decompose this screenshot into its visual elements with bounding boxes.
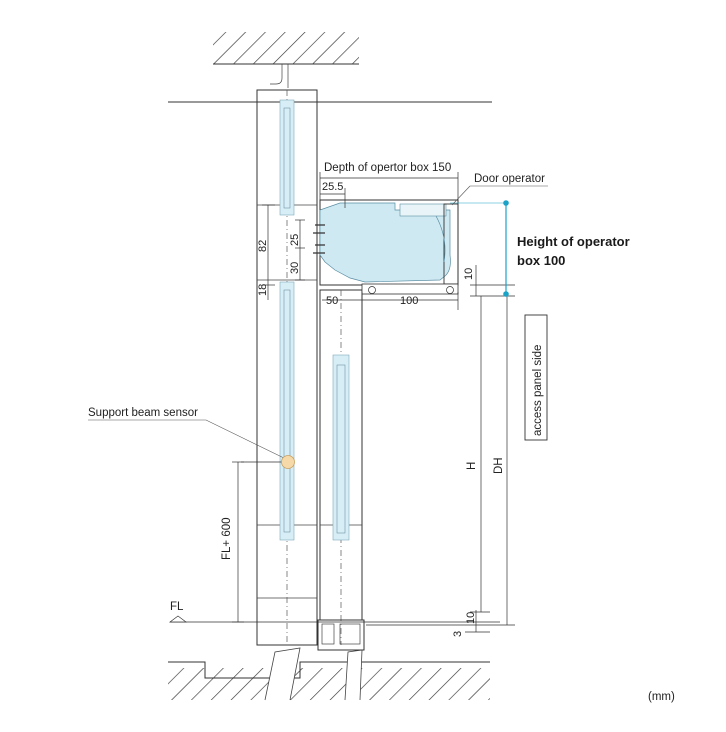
fl600-label: FL+ 600: [221, 517, 233, 560]
dim-30: 30: [289, 262, 301, 274]
ceiling-slab: [213, 32, 359, 65]
unit-label: (mm): [648, 691, 675, 703]
operator-box: [313, 199, 459, 295]
door-operator-label: Door operator: [474, 173, 545, 185]
dim-50: 50: [326, 295, 338, 307]
access-panel-box: [524, 314, 548, 441]
fl-label: FL: [170, 601, 184, 613]
dim-10-top: 10: [463, 268, 475, 280]
h-label: H: [466, 462, 478, 470]
floor-slab: [168, 647, 490, 701]
dim-100: 100: [400, 295, 418, 307]
dim-82: 82: [257, 240, 269, 252]
height-label-line2: box 100: [517, 253, 565, 268]
dim-25: 25: [289, 234, 301, 246]
dimension-lines: [168, 172, 515, 633]
access-panel-label: access panel side: [532, 345, 544, 436]
dh-label: DH: [493, 457, 505, 474]
leader-lines: [88, 185, 548, 461]
depth-label: Depth of opertor box 150: [324, 162, 451, 174]
dim-3: 3: [452, 631, 464, 637]
sliding-panel: [317, 289, 365, 651]
support-sensor-label: Support beam sensor: [88, 407, 198, 419]
hanger-path: [270, 64, 289, 88]
dim-10-bottom: 10: [465, 612, 477, 624]
dim-25-5: 25.5: [322, 181, 343, 193]
support-beam-sensor-marker: [281, 455, 295, 469]
dim-18: 18: [257, 284, 269, 296]
fixed-panel: [256, 89, 318, 646]
height-dimension: [450, 200, 509, 297]
height-label-line1: Height of operator: [517, 234, 630, 249]
